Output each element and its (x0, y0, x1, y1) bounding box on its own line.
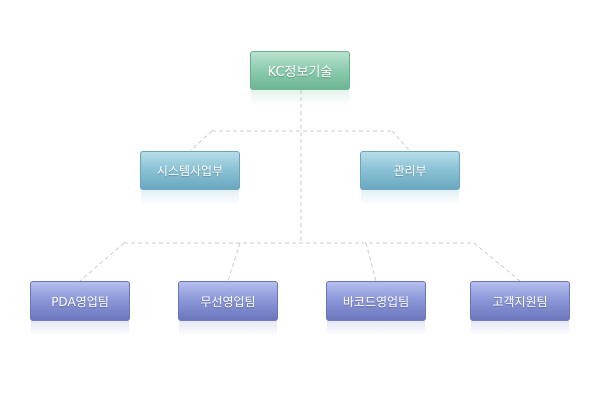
org-node-root[interactable]: KC정보기술 (250, 51, 350, 105)
connector-team-3 (365, 242, 377, 282)
org-node-team-wireless[interactable]: 무선영업팀 (178, 281, 278, 336)
connector-team-1 (79, 242, 125, 282)
org-node-label: 관리부 (393, 164, 427, 178)
org-node-label: PDA영업팀 (51, 294, 109, 309)
org-node-department-admin[interactable]: 관리부 (360, 151, 460, 205)
connector-team-4 (473, 242, 521, 282)
org-node-root-label: KC정보기술 (267, 65, 333, 80)
org-node-department-system[interactable]: 시스템사업부 (140, 151, 240, 205)
org-node-label: 무선영업팀 (200, 294, 256, 309)
org-node-team-barcode[interactable]: 바코드영업팀 (326, 281, 426, 336)
org-node-label: 고객지원팀 (492, 294, 548, 309)
connector-dept-2 (391, 130, 411, 152)
org-node-label: 시스템사업부 (156, 164, 224, 178)
org-node-team-pda[interactable]: PDA영업팀 (30, 281, 130, 336)
connector-team-2 (227, 242, 241, 282)
connector-dept-1 (189, 130, 213, 152)
org-node-team-support[interactable]: 고객지원팀 (470, 281, 570, 336)
org-node-label: 바코드영업팀 (342, 294, 410, 309)
